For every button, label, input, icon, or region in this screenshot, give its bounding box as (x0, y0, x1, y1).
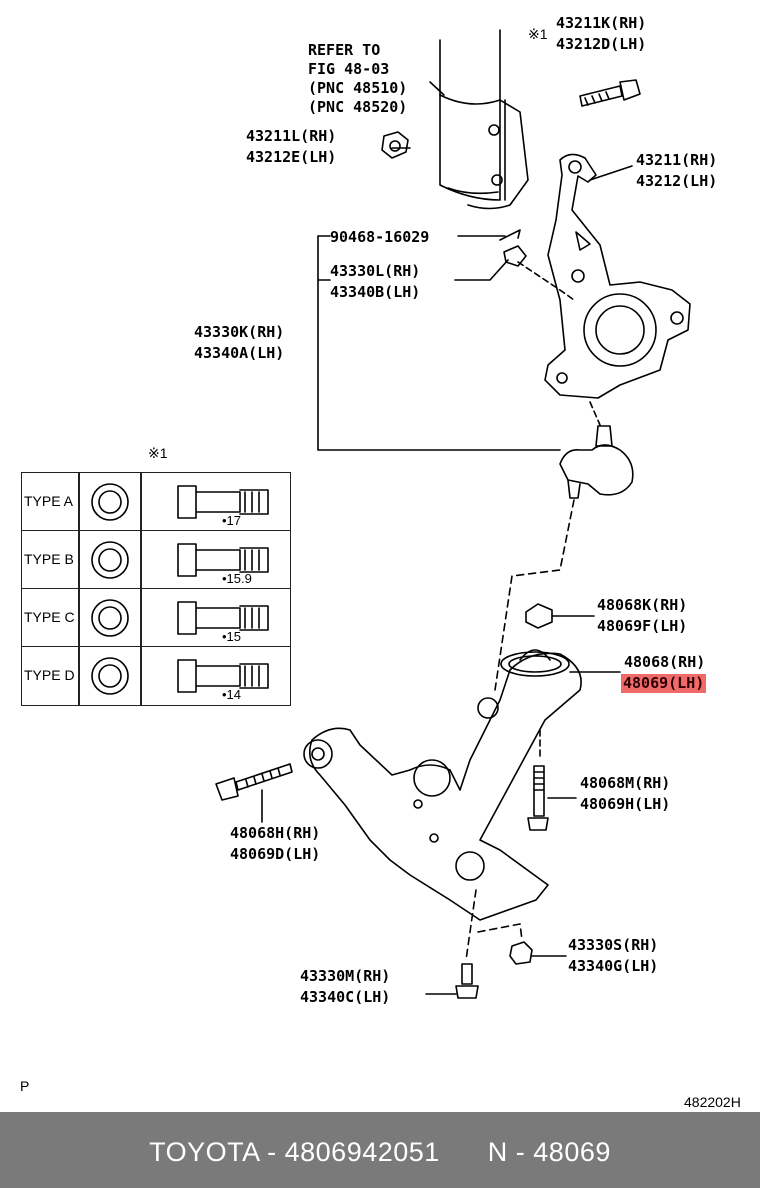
type-name: TYPE A (24, 493, 74, 509)
footer-part-info: TOYOTA - 4806942051 N - 48069 (149, 1137, 611, 1167)
corner-letter: P (20, 1078, 30, 1094)
figure-code: 482202H (684, 1094, 741, 1110)
ball-joint-icon (559, 425, 634, 499)
bolt-type-mark: ※1 (148, 445, 168, 461)
callout-48068K-lh[interactable]: 48069F(LH) (597, 617, 688, 635)
refer-note-line1: REFER TO (308, 41, 381, 59)
callout-43330L-rh[interactable]: 43330L(RH) (330, 262, 421, 280)
callout-48068H-rh[interactable]: 48068H(RH) (230, 824, 321, 842)
callout-43211-rh[interactable]: 43211(RH) (636, 151, 718, 169)
callout-43211-lh[interactable]: 43212(LH) (636, 172, 718, 190)
callout-43330K-lh[interactable]: 43340A(LH) (194, 344, 285, 362)
refer-note-line3: (PNC 48510) (308, 79, 408, 97)
bolt-type-row: TYPE B •15.9 (22, 531, 290, 589)
type-dimension: •15 (222, 629, 242, 644)
callout-43211L-lh[interactable]: 43212E(LH) (246, 148, 337, 166)
callout-48069-lh-highlighted[interactable]: 48069(LH) (621, 674, 707, 693)
callout-43211L-rh[interactable]: 43211L(RH) (246, 127, 337, 145)
callout-43330M-rh[interactable]: 43330M(RH) (300, 967, 391, 985)
bolt-type-table: TYPE A •17 TYPE B •15.9 TYPE C •15 TYPE … (21, 472, 291, 706)
callout-48068H-lh[interactable]: 48069D(LH) (230, 845, 321, 863)
bolt-icon (91, 483, 269, 695)
type-dimension: •17 (222, 513, 242, 528)
bolt-type-row: TYPE C •15 (22, 589, 290, 647)
callout-43330L-lh[interactable]: 43340B(LH) (330, 283, 421, 301)
callout-43211K-rh[interactable]: 43211K(RH) (556, 14, 647, 32)
refer-note-line4: (PNC 48520) (308, 98, 408, 116)
callout-48068K-rh[interactable]: 48068K(RH) (597, 596, 688, 614)
callout-43330S-rh[interactable]: 43330S(RH) (568, 936, 659, 954)
bolt-icon (527, 765, 549, 831)
nut-icon (509, 941, 533, 965)
callout-90468[interactable]: 90468-16029 (330, 228, 430, 246)
callout-48068-rh[interactable]: 48068(RH) (624, 653, 706, 671)
callout-43211K-lh[interactable]: 43212D(LH) (556, 35, 647, 53)
bolt-icon (579, 79, 641, 107)
callout-43330K-rh[interactable]: 43330K(RH) (194, 323, 285, 341)
callout-43330S-lh[interactable]: 43340G(LH) (568, 957, 659, 975)
type-dimension: •15.9 (222, 571, 252, 586)
bolt-type-row: TYPE D •14 (22, 647, 290, 705)
bolt-icon (215, 763, 293, 801)
footer-bar (0, 1112, 760, 1188)
parts-diagram (91, 29, 691, 999)
refer-note-line2: FIG 48-03 (308, 60, 390, 78)
type-dimension: •14 (222, 687, 242, 702)
bolt-type-row: TYPE A •17 (22, 473, 290, 531)
lower-arm-icon (303, 652, 582, 921)
bushing-icon (500, 649, 570, 677)
note-mark: ※1 (528, 26, 548, 42)
type-name: TYPE D (24, 667, 75, 683)
knuckle-icon (544, 153, 691, 399)
callout-43330M-lh[interactable]: 43340C(LH) (300, 988, 391, 1006)
bolt-icon (455, 963, 479, 999)
callout-48068M-rh[interactable]: 48068M(RH) (580, 774, 671, 792)
nut-icon (381, 131, 409, 159)
type-name: TYPE C (24, 609, 75, 625)
strut-icon (439, 29, 529, 210)
type-name: TYPE B (24, 551, 74, 567)
callout-48068M-lh[interactable]: 48069H(LH) (580, 795, 671, 813)
